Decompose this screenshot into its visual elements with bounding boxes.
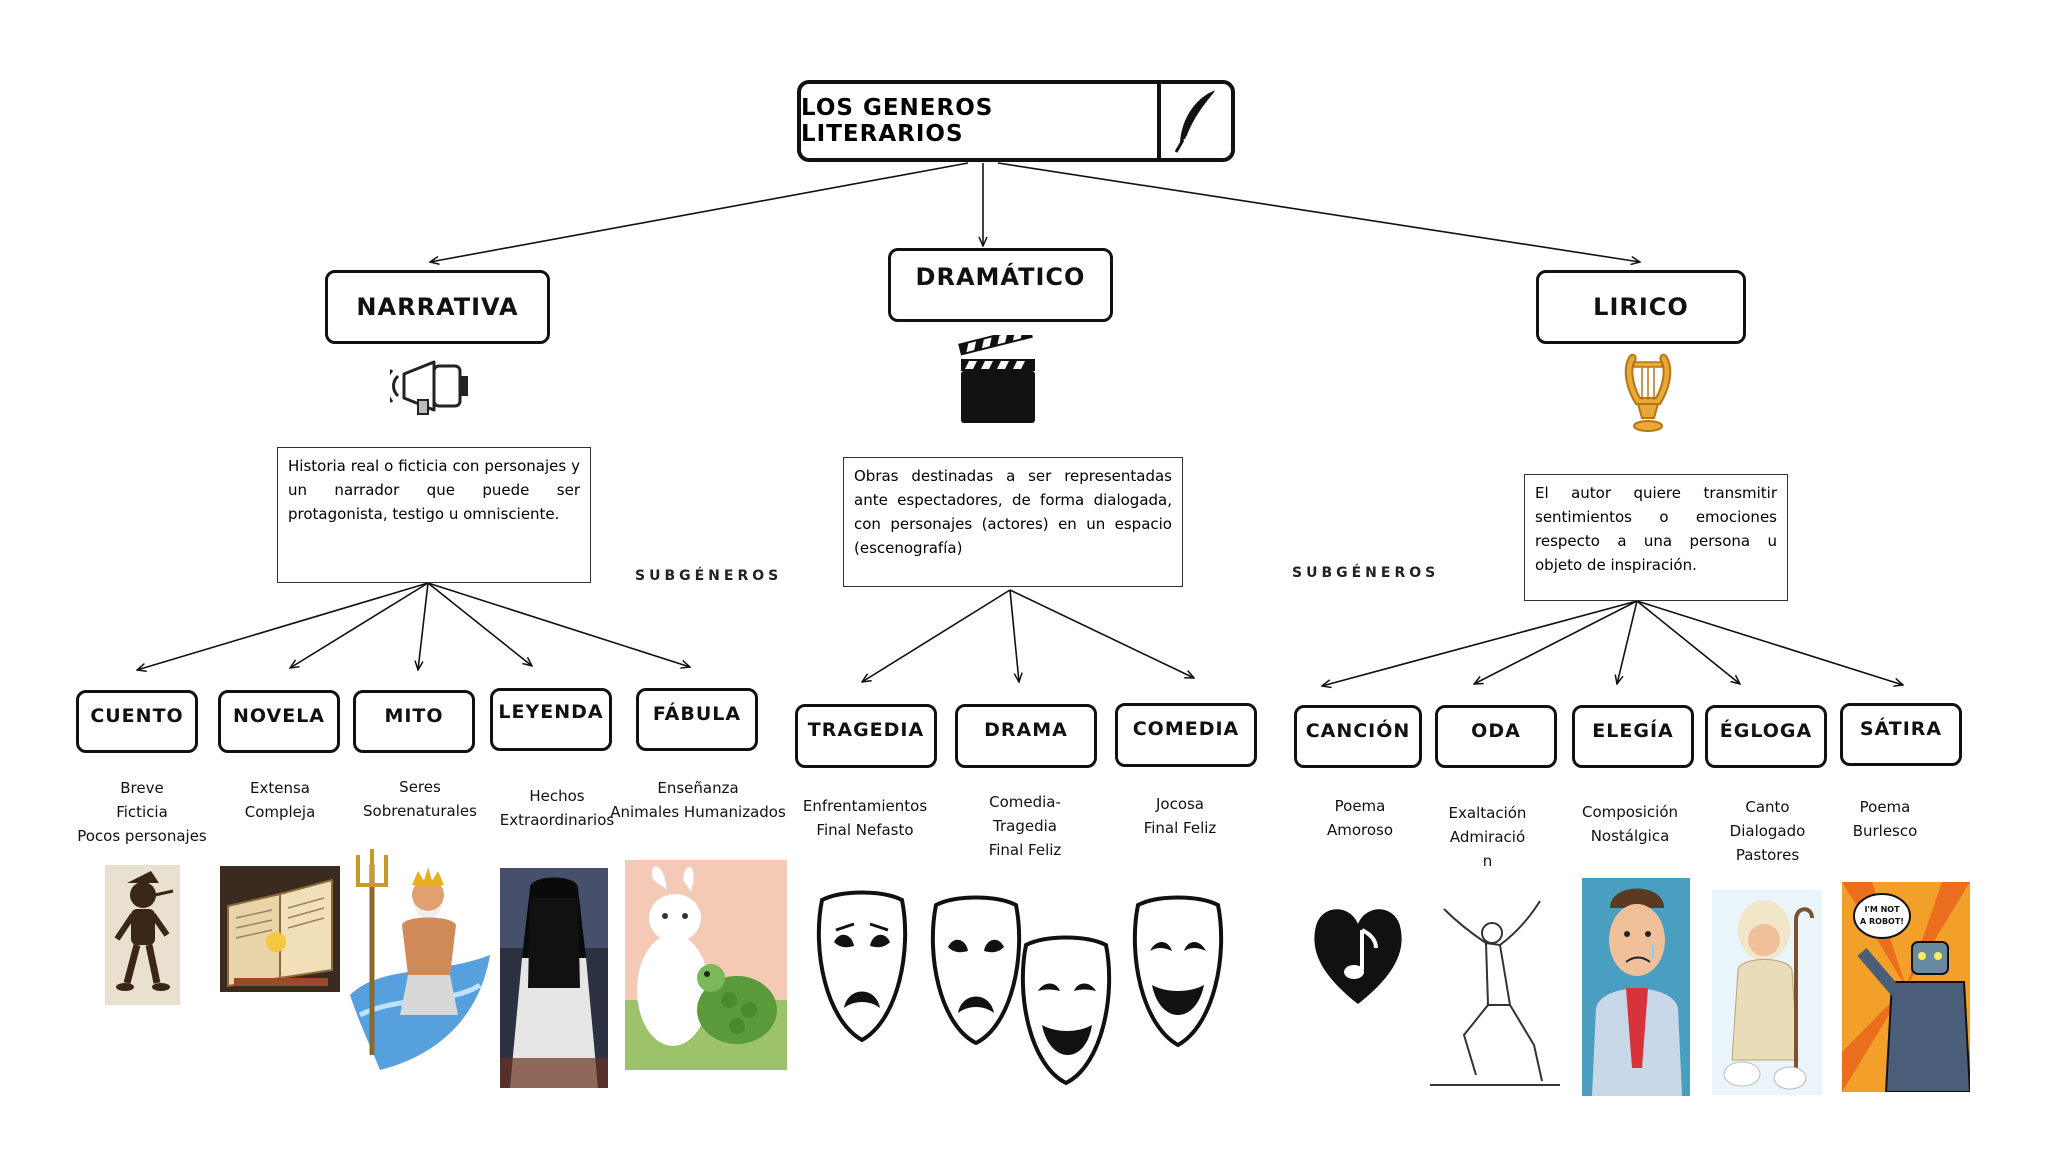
subgenre-cuento: CUENTO: [76, 690, 198, 753]
shepherd-illustration: [1712, 890, 1822, 1100]
ghost-girl-illustration: [500, 868, 608, 1093]
subgenre-comedia: COMEDIA: [1115, 703, 1257, 767]
dramatico-description: Obras destinadas a ser representadas ant…: [843, 457, 1183, 587]
lirico-description: El autor quiere transmitir sentimientos …: [1524, 474, 1788, 601]
genre-dramatico: DRAMÁTICO: [888, 248, 1113, 322]
subgenre-leyenda: LEYENDA: [490, 688, 612, 751]
kneeling-man-illustration: [1430, 895, 1560, 1095]
subgenre-novela: NOVELA: [218, 690, 340, 753]
subgeneros-label-left: SUBGÉNEROS: [635, 568, 783, 584]
subgenre-elegia: ELEGÍA: [1572, 705, 1694, 768]
narrativa-description: Historia real o ficticia con personajes …: [277, 447, 591, 583]
clapperboard-icon: [957, 325, 1039, 430]
poseidon-illustration: [340, 845, 500, 1085]
pinocchio-illustration: [105, 865, 180, 1010]
sad-mask-icon: [812, 890, 912, 1055]
lyre-icon: [1620, 348, 1676, 443]
subgenre-mito: MITO: [353, 690, 475, 753]
subgenre-oda: ODA: [1435, 705, 1557, 768]
rabbit-turtle-illustration: [625, 860, 787, 1075]
main-title-box: LOS GENEROS LITERARIOS: [797, 80, 1235, 162]
crying-man-illustration: [1582, 878, 1690, 1101]
subgenre-cancion: CANCIÓN: [1294, 705, 1422, 768]
svg-text:I'M NOT: I'M NOT: [1864, 905, 1900, 914]
heart-music-note-icon: [1310, 900, 1406, 1015]
subgenre-satira: SÁTIRA: [1840, 703, 1962, 766]
subgenre-fabula: FÁBULA: [636, 688, 758, 751]
open-book-illustration: [220, 866, 340, 997]
drama-masks-icon: [930, 895, 1120, 1100]
robot-pop-art-illustration: I'M NOT A ROBOT!: [1842, 882, 1972, 1097]
subgeneros-label-right: SUBGÉNEROS: [1292, 565, 1440, 581]
megaphone-icon: [384, 352, 474, 425]
happy-mask-icon: [1128, 895, 1228, 1060]
subgenre-egloga: ÉGLOGA: [1705, 705, 1827, 768]
feather-quill-icon: [1157, 84, 1231, 158]
subgenre-tragedia: TRAGEDIA: [795, 704, 937, 768]
genre-narrativa: NARRATIVA: [325, 270, 550, 344]
subgenre-drama: DRAMA: [955, 704, 1097, 768]
svg-text:A ROBOT!: A ROBOT!: [1860, 917, 1904, 926]
genre-lirico: LIRICO: [1536, 270, 1746, 344]
main-title: LOS GENEROS LITERARIOS: [801, 95, 994, 147]
